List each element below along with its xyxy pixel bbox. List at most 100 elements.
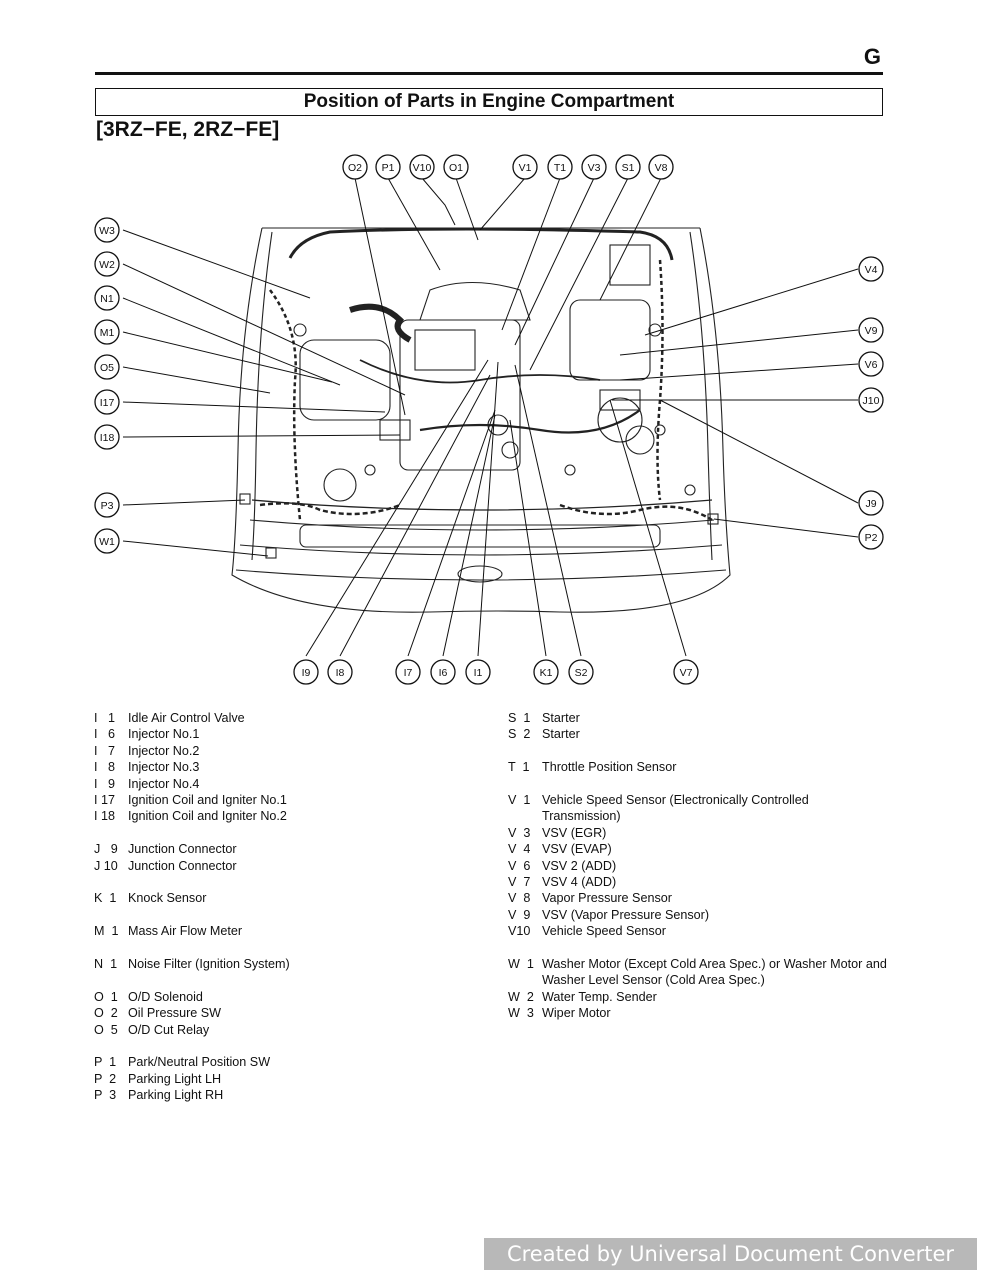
legend-code: I 8	[94, 760, 115, 775]
callout-v9	[858, 317, 884, 343]
legend-row: T 1 Throttle Position Sensor	[508, 759, 888, 775]
legend-description: Throttle Position Sensor	[542, 760, 677, 775]
legend-code: K 1	[94, 891, 117, 906]
legend-row: V 6 VSV 2 (ADD)	[508, 858, 888, 874]
legend-code: V 6	[508, 858, 531, 873]
callout-i1	[465, 659, 491, 685]
legend-row: V 3 VSV (EGR)	[508, 825, 888, 841]
legend-code: V 3	[508, 825, 531, 840]
callout-i7	[395, 659, 421, 685]
legend-row: V 7 VSV 4 (ADD)	[508, 874, 888, 890]
legend-code: W 2	[508, 989, 534, 1004]
callout-t1	[547, 154, 573, 180]
legend-code: V10	[508, 924, 531, 939]
callout-label-v7: V7	[680, 667, 693, 679]
callout-i6	[430, 659, 456, 685]
legend-description: Junction Connector	[128, 842, 237, 857]
legend-code: T 1	[508, 760, 530, 775]
engine-illustration	[231, 227, 731, 613]
callout-v10	[409, 154, 435, 180]
callout-p3	[94, 492, 120, 518]
legend-description: VSV 2 (ADD)	[542, 858, 617, 873]
legend-code: V 7	[508, 875, 531, 890]
callout-label-i1: I1	[474, 667, 483, 679]
callout-j10	[858, 387, 884, 413]
callout-label-t1: T1	[554, 162, 566, 174]
callout-label-i7: I7	[404, 667, 413, 679]
callout-label-m1: M1	[100, 327, 115, 339]
callout-label-j9: J9	[865, 498, 876, 510]
callout-p1	[375, 154, 401, 180]
legend-description: Vehicle Speed Sensor	[542, 924, 666, 939]
callout-label-w2: W2	[99, 259, 115, 271]
callout-j9	[858, 490, 884, 516]
legend-description: VSV (EGR)	[542, 825, 607, 840]
callout-label-v10: V10	[413, 162, 432, 174]
callout-o2	[342, 154, 368, 180]
legend-code: J 9	[94, 842, 118, 857]
legend-code: I 7	[94, 743, 115, 758]
legend-row: J 9 Junction Connector	[94, 841, 484, 857]
legend-gap	[508, 940, 888, 956]
legend-description: Noise Filter (Ignition System)	[128, 957, 290, 972]
legend-description: Ignition Coil and Igniter No.2	[128, 809, 287, 824]
callout-w3	[94, 217, 120, 243]
legend-description: Oil Pressure SW	[128, 1006, 222, 1021]
legend-description: Starter	[542, 727, 580, 742]
legend-description: Parking Light RH	[128, 1088, 224, 1103]
legend-row: W 1 Washer Motor (Except Cold Area Spec.)…	[508, 956, 888, 989]
legend-description: Washer Motor (Except Cold Area Spec.) or…	[542, 957, 887, 988]
legend-description: VSV (Vapor Pressure Sensor)	[542, 907, 710, 922]
legend-gap	[94, 972, 484, 988]
legend-code: V 4	[508, 842, 531, 857]
callout-label-o2: O2	[348, 162, 362, 174]
legend-description: VSV 4 (ADD)	[542, 875, 617, 890]
legend-row: P 1 Park/Neutral Position SW	[94, 1054, 484, 1070]
callout-label-n1: N1	[100, 293, 114, 305]
legend-description: O/D Solenoid	[128, 989, 203, 1004]
legend-code: P 1	[94, 1055, 117, 1070]
legend-row: S 2 Starter	[508, 726, 888, 742]
legend-description: Park/Neutral Position SW	[128, 1055, 271, 1070]
legend-code: W 1	[508, 957, 534, 972]
legend-description: Mass Air Flow Meter	[128, 924, 243, 939]
callout-o5	[94, 354, 120, 380]
callout-label-v6: V6	[865, 359, 878, 371]
callout-i9	[293, 659, 319, 685]
callout-label-i17: I17	[100, 397, 115, 409]
callout-label-w1: W1	[99, 536, 115, 548]
callout-w2	[94, 251, 120, 277]
legend-code: V 9	[508, 907, 531, 922]
legend-code: I 18	[94, 809, 116, 824]
legend-description: Injector No.4	[128, 776, 200, 791]
legend-code: V 8	[508, 891, 531, 906]
callout-label-o1: O1	[449, 162, 463, 174]
callout-label-s2: S2	[575, 667, 588, 679]
legend-code: V 1	[508, 793, 531, 807]
callout-v3	[581, 154, 607, 180]
legend-description: Vehicle Speed Sensor (Electronically Con…	[542, 793, 809, 824]
callout-v8	[648, 154, 674, 180]
callout-s2	[568, 659, 594, 685]
legend-code: I 1	[94, 711, 115, 725]
callout-label-p1: P1	[382, 162, 395, 174]
legend-code: S 2	[508, 727, 531, 742]
legend-code: O 5	[94, 1022, 118, 1037]
callout-label-o5: O5	[100, 362, 114, 374]
callout-label-k1: K1	[540, 667, 553, 679]
legend-description: Injector No.2	[128, 743, 200, 758]
legend-code: J 10	[94, 858, 118, 873]
callouts-bottom	[293, 659, 699, 685]
